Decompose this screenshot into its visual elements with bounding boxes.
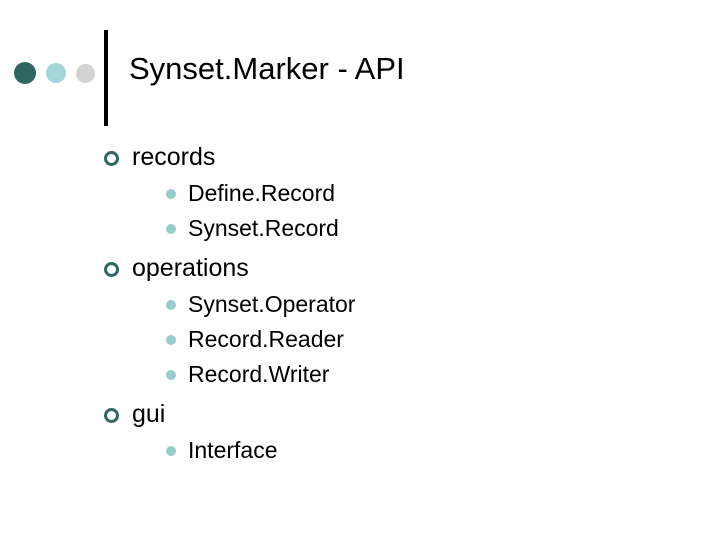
bullet-dot-icon <box>166 335 176 345</box>
slide-body: records Define.Record Synset.Record <box>0 140 720 473</box>
list-item: Interface <box>166 435 720 465</box>
dot-light-gray-icon <box>76 63 95 83</box>
outline-sublist: Synset.Operator Record.Reader Record.Wri… <box>132 289 720 389</box>
list-item: Synset.Operator <box>166 289 720 319</box>
bullet-ring-icon <box>104 262 119 277</box>
outline-sublist: Interface <box>132 435 720 465</box>
bullet-ring-icon <box>104 408 119 423</box>
outline-level2-label: Synset.Operator <box>188 291 356 317</box>
outline-level2-label: Interface <box>188 437 278 463</box>
list-item: records Define.Record Synset.Record <box>0 140 720 243</box>
list-item: Record.Reader <box>166 324 720 354</box>
bullet-dot-icon <box>166 300 176 310</box>
dot-light-teal-icon <box>46 63 66 83</box>
outline-level2-label: Record.Reader <box>188 326 344 352</box>
list-item: Define.Record <box>166 178 720 208</box>
outline-level1-label: records <box>132 143 216 171</box>
title-divider-rule <box>104 30 108 126</box>
list-item: gui Interface <box>0 397 720 465</box>
list-item: Synset.Record <box>166 213 720 243</box>
bullet-ring-icon <box>104 151 119 166</box>
slide-header: Synset.Marker - API <box>0 0 720 130</box>
outline-level1-row: operations <box>104 251 720 285</box>
outline-level1-row: records <box>104 140 720 174</box>
dot-dark-teal-icon <box>14 62 36 84</box>
outline-level1-label: operations <box>132 254 249 282</box>
page-title: Synset.Marker - API <box>129 51 405 86</box>
outline-sublist: Define.Record Synset.Record <box>132 178 720 243</box>
list-item: Record.Writer <box>166 359 720 389</box>
outline-level1-label: gui <box>132 400 166 428</box>
outline-level2-label: Define.Record <box>188 180 336 206</box>
outline-level2-label: Synset.Record <box>188 215 339 241</box>
bullet-dot-icon <box>166 224 176 234</box>
outline-list: records Define.Record Synset.Record <box>0 140 720 465</box>
outline-level1-row: gui <box>104 397 720 431</box>
bullet-dot-icon <box>166 446 176 456</box>
decorative-dots-group <box>14 62 95 84</box>
bullet-dot-icon <box>166 189 176 199</box>
bullet-dot-icon <box>166 370 176 380</box>
list-item: operations Synset.Operator Record.Reader… <box>0 251 720 389</box>
outline-level2-label: Record.Writer <box>188 361 330 387</box>
